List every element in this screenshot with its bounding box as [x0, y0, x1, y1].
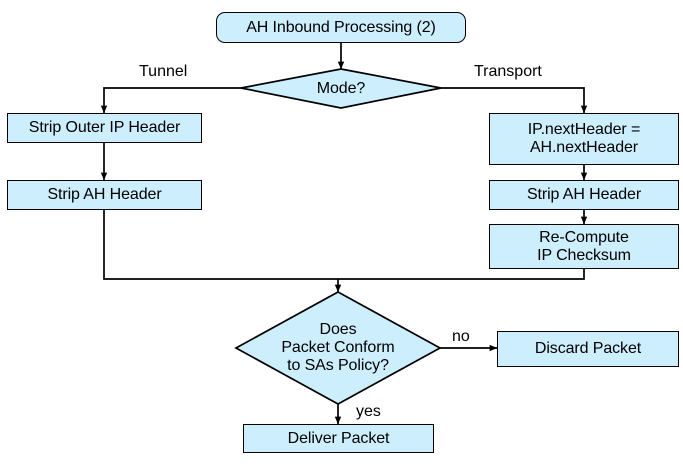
- node-discard-packet-label: Discard Packet: [534, 340, 642, 358]
- node-ip-next-header[interactable]: IP.nextHeader = AH.nextHeader: [489, 113, 679, 165]
- node-start[interactable]: AH Inbound Processing (2): [216, 12, 466, 43]
- edge-label-no: no: [452, 328, 470, 345]
- node-deliver-packet-label: Deliver Packet: [287, 429, 390, 447]
- edge-label-yes: yes: [356, 403, 381, 420]
- node-discard-packet[interactable]: Discard Packet: [497, 331, 679, 367]
- conform-diamond-shape: [234, 291, 442, 405]
- edge-label-transport: Transport: [474, 63, 542, 80]
- node-strip-outer-ip-header[interactable]: Strip Outer IP Header: [7, 113, 202, 143]
- node-ip-next-header-label: IP.nextHeader = AH.nextHeader: [527, 121, 641, 156]
- edge-mode-tunnel: [100, 87, 241, 114]
- edge-right-to-merge: [338, 268, 585, 280]
- node-deliver-packet[interactable]: Deliver Packet: [243, 424, 434, 453]
- node-start-label: AH Inbound Processing (2): [246, 18, 436, 36]
- node-strip-ah-header-right-label: Strip AH Header: [526, 186, 642, 204]
- node-strip-ah-header-right[interactable]: Strip AH Header: [489, 180, 679, 210]
- edge-label-tunnel: Tunnel: [139, 63, 188, 80]
- node-strip-ah-header-left-label: Strip AH Header: [47, 186, 162, 204]
- node-strip-ah-header-left[interactable]: Strip AH Header: [7, 180, 202, 210]
- edge-left-to-merge: [103, 209, 338, 280]
- mode-diamond-shape: [240, 68, 442, 109]
- edge-mode-transport: [441, 87, 588, 114]
- node-recompute-ip-checksum[interactable]: Re-Compute IP Checksum: [489, 224, 679, 269]
- node-recompute-ip-checksum-label: Re-Compute IP Checksum: [537, 228, 631, 264]
- node-strip-outer-ip-header-label: Strip Outer IP Header: [28, 119, 181, 137]
